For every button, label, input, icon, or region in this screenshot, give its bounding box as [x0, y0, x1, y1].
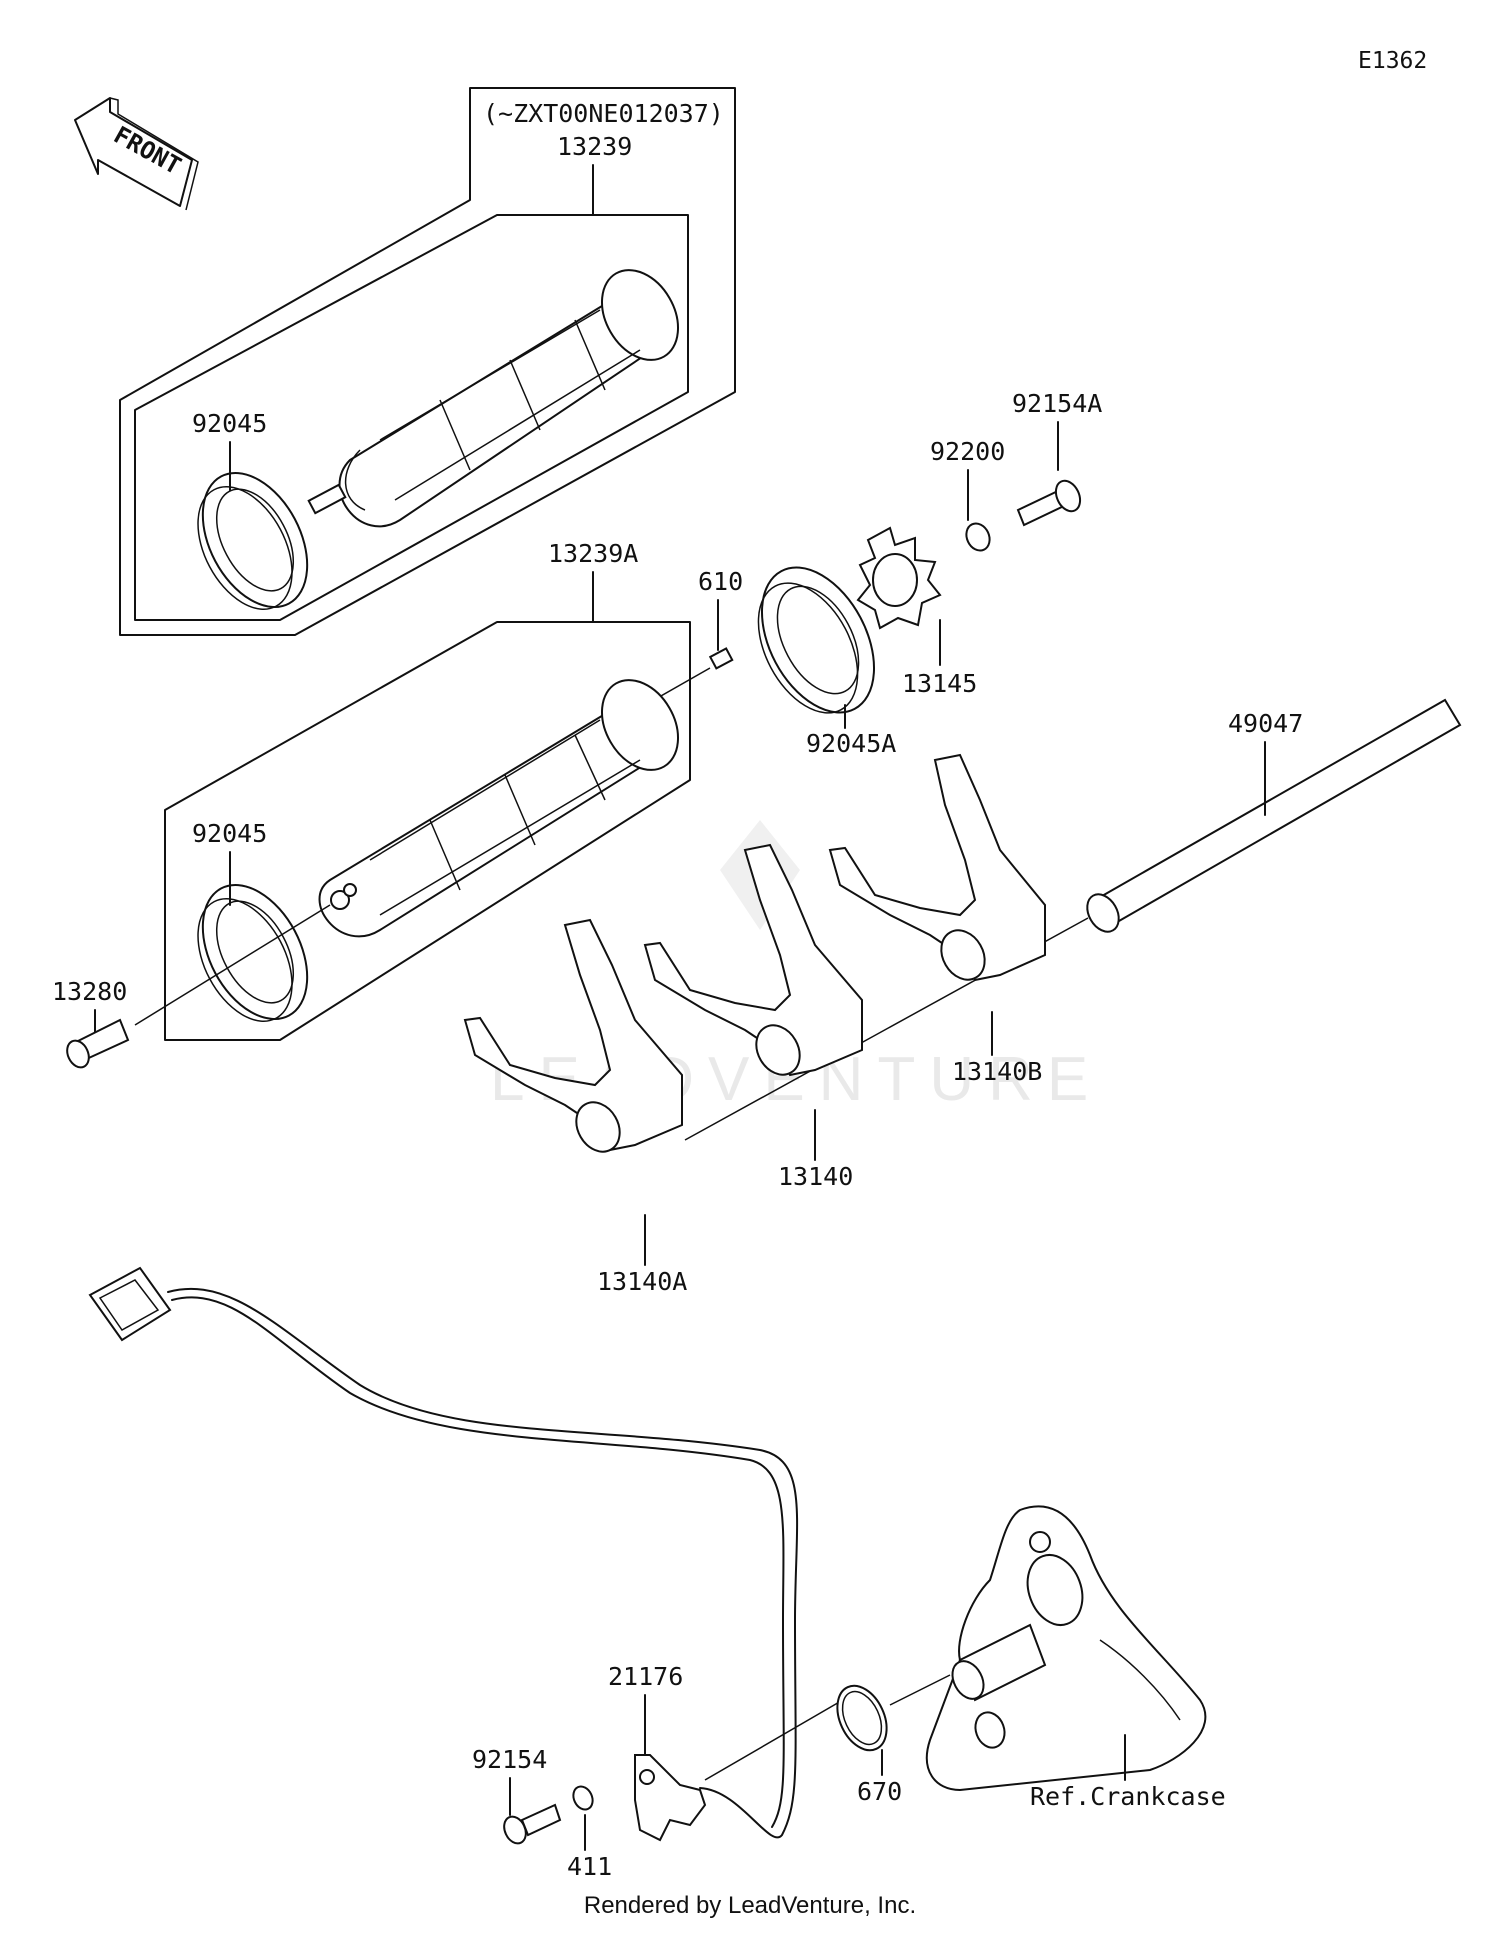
- wire-harness: [88, 1266, 799, 1839]
- sensor-21176: [634, 1754, 707, 1842]
- diagram-id: E1362: [1358, 48, 1427, 74]
- washer-411: [572, 1785, 594, 1811]
- bearing-92045-top: [197, 472, 309, 610]
- ref-crankcase-label: Ref.Crankcase: [1030, 1782, 1226, 1811]
- gear-13145: [856, 526, 942, 630]
- bearing-92045A: [757, 566, 876, 714]
- shift-drum-13239: [307, 269, 679, 528]
- part-label-13140A: 13140A: [597, 1267, 687, 1296]
- part-label-92200: 92200: [930, 437, 1005, 466]
- shaft-49047: [1086, 698, 1462, 933]
- footer-credit: Rendered by LeadVenture, Inc.: [583, 1892, 917, 1919]
- part-label-92045-top: 92045: [192, 409, 267, 438]
- shift-fork-13140: [643, 843, 863, 1077]
- part-label-411: 411: [567, 1852, 612, 1881]
- bolt-92154: [503, 1803, 562, 1845]
- pin-610: [708, 647, 734, 670]
- bolt-92154A: [1016, 479, 1082, 527]
- front-arrow-icon: FRONT: [74, 97, 199, 211]
- washer-92200: [965, 522, 991, 552]
- oring-670: [836, 1684, 888, 1752]
- part-label-13145: 13145: [902, 669, 977, 698]
- part-label-13239: 13239: [557, 132, 632, 161]
- assembly-13239A-box: [164, 621, 691, 1041]
- part-label-49047: 49047: [1228, 709, 1303, 738]
- part-label-670: 670: [857, 1777, 902, 1806]
- part-label-92045A: 92045A: [806, 729, 896, 758]
- pin-13280: [66, 1018, 130, 1069]
- part-label-13280: 13280: [52, 977, 127, 1006]
- part-label-13140B: 13140B: [952, 1057, 1042, 1086]
- part-label-610: 610: [698, 567, 743, 596]
- part-label-92045-mid: 92045: [192, 819, 267, 848]
- assembly-13239-box: [119, 87, 736, 636]
- serial-note: (~ZXT00NE012037): [483, 99, 724, 128]
- part-label-92154: 92154: [472, 1745, 547, 1774]
- front-label: FRONT: [109, 121, 186, 181]
- part-label-13239A: 13239A: [548, 539, 638, 568]
- part-label-92154A: 92154A: [1012, 389, 1102, 418]
- shift-drum-13239A: [318, 679, 679, 938]
- shift-fork-13140A: [463, 918, 683, 1153]
- shift-fork-13140B: [828, 753, 1046, 982]
- crankcase-ref: [925, 1505, 1207, 1792]
- part-label-21176: 21176: [608, 1662, 683, 1691]
- part-label-13140: 13140: [778, 1162, 853, 1191]
